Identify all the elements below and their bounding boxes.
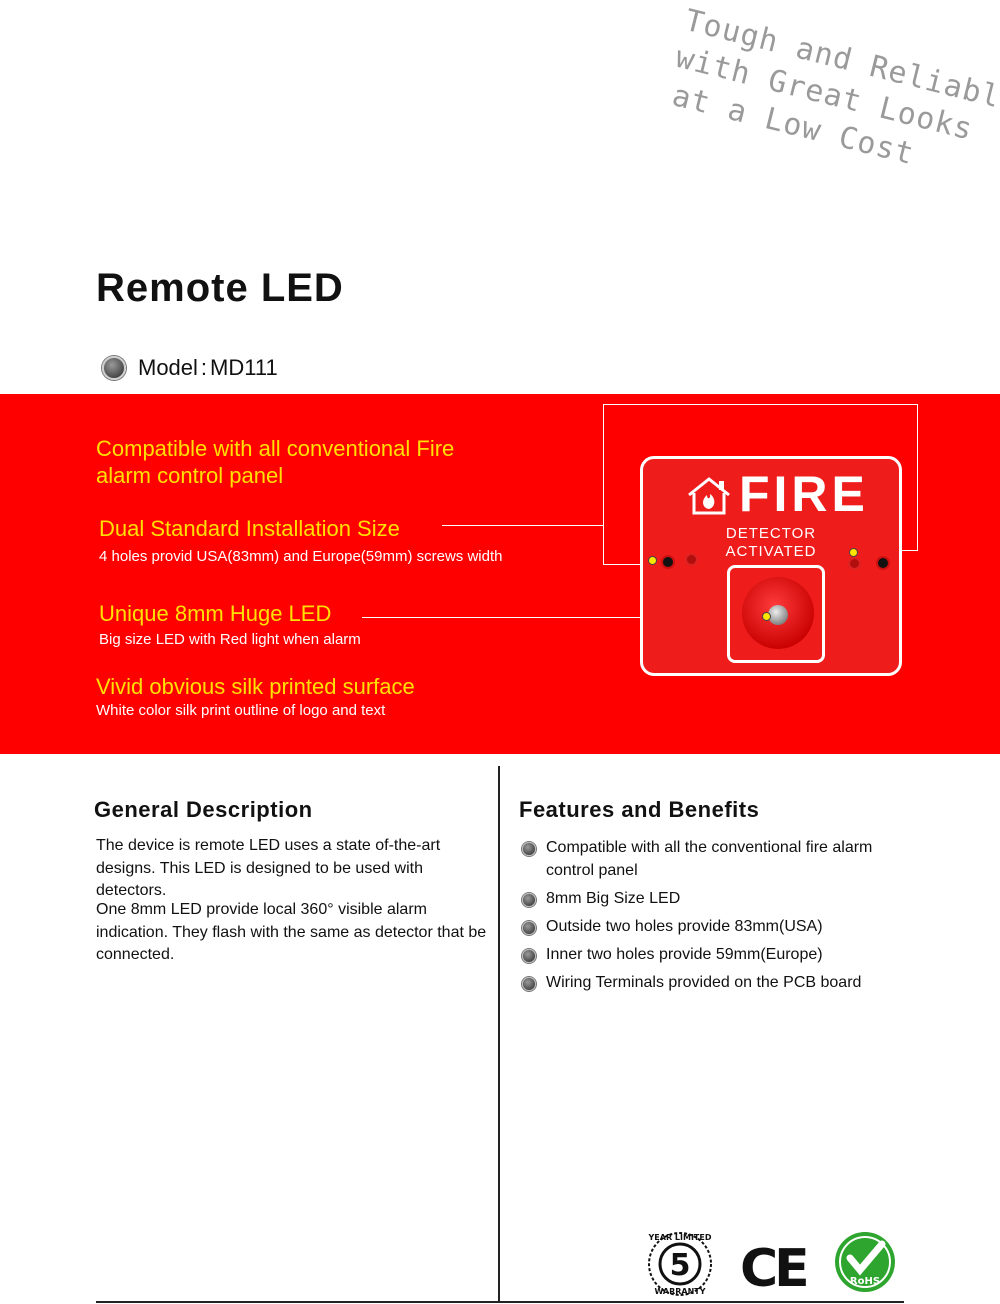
outer-hole-right xyxy=(876,556,890,570)
bullet-icon xyxy=(102,356,126,380)
banner-feature-subtitle: White color silk print outline of logo a… xyxy=(96,702,386,719)
device-illustration: FIRE DETECTOR ACTIVATED xyxy=(640,456,902,676)
feature-banner: Compatible with all conventional Fire al… xyxy=(0,394,1000,754)
slogan-watermark: Tough and Reliable with Great Looks at a… xyxy=(642,2,1000,269)
feature-text: Compatible with all the conventional fir… xyxy=(546,839,873,879)
list-item: Inner two holes provide 59mm(Europe) xyxy=(522,943,912,966)
inner-hole-right xyxy=(848,557,861,570)
banner-feature-title: Compatible with all conventional Fire xyxy=(96,436,455,461)
warranty-top-text: YEAR LIMITED xyxy=(648,1233,712,1242)
marker-dot xyxy=(762,612,771,621)
marker-dot xyxy=(849,548,858,557)
callout-line xyxy=(603,404,604,564)
list-item: Outside two holes provide 83mm(USA) xyxy=(522,915,912,938)
general-description-heading: General Description xyxy=(94,797,313,822)
callout-line xyxy=(917,404,918,551)
banner-feature-title: Dual Standard Installation Size xyxy=(99,516,400,541)
detector-label-line: ACTIVATED xyxy=(725,543,817,560)
banner-feature-title: Unique 8mm Huge LED xyxy=(99,601,332,626)
outer-hole-left xyxy=(661,555,675,569)
list-item: Compatible with all the conventional fir… xyxy=(522,836,912,882)
warranty-number: 5 xyxy=(670,1248,691,1283)
house-fire-icon xyxy=(688,477,730,515)
feature-text: 8mm Big Size LED xyxy=(546,890,681,907)
led-bulb-icon xyxy=(768,605,788,625)
callout-line xyxy=(362,617,762,618)
model-value: MD111 xyxy=(210,355,278,380)
feature-text: Inner two holes provide 59mm(Europe) xyxy=(546,946,823,963)
warranty-bottom-text: WARRANTY xyxy=(654,1287,705,1296)
page-title: Remote LED xyxy=(96,266,344,310)
features-list: Compatible with all the conventional fir… xyxy=(522,836,912,999)
column-divider xyxy=(498,766,500,1302)
general-description-para-1: The device is remote LED uses a state of… xyxy=(96,837,441,899)
rohs-text: RoHS xyxy=(850,1276,880,1287)
model-separator: : xyxy=(200,355,208,380)
model-label: Model xyxy=(138,355,198,380)
model-line: Model : MD111 xyxy=(102,355,278,381)
detector-label: DETECTOR ACTIVATED xyxy=(643,525,899,561)
feature-text: Wiring Terminals provided on the PCB boa… xyxy=(546,974,862,991)
bullet-icon xyxy=(522,977,536,991)
ce-mark-icon: CE xyxy=(740,1239,806,1298)
led-dome xyxy=(742,577,814,649)
led-frame xyxy=(727,565,825,663)
fire-word: FIRE xyxy=(739,466,869,522)
banner-feature-compatible: Compatible with all conventional Fire al… xyxy=(96,435,454,489)
general-description-para-2: One 8mm LED provide local 360° visible a… xyxy=(96,901,487,963)
bullet-icon xyxy=(522,893,536,907)
callout-line xyxy=(603,564,648,565)
detector-label-line: DETECTOR xyxy=(725,525,817,542)
features-heading: Features and Benefits xyxy=(519,797,760,822)
callout-line xyxy=(603,404,918,405)
feature-text: Outside two holes provide 83mm(USA) xyxy=(546,918,823,935)
certification-logos: 5 YEAR LIMITED WARRANTY CE RoHS xyxy=(648,1232,895,1298)
warranty-seal-icon: 5 YEAR LIMITED WARRANTY xyxy=(648,1232,712,1296)
marker-dot xyxy=(648,556,657,565)
inner-hole-left xyxy=(685,553,698,566)
bottom-rule xyxy=(96,1301,904,1303)
banner-feature-subtitle: 4 holes provid USA(83mm) and Europe(59mm… xyxy=(99,548,503,565)
bullet-icon xyxy=(522,842,536,856)
bullet-icon xyxy=(522,921,536,935)
banner-feature-subtitle: Big size LED with Red light when alarm xyxy=(99,631,361,648)
list-item: 8mm Big Size LED xyxy=(522,887,912,910)
callout-line xyxy=(442,525,604,526)
banner-feature-title: Vivid obvious silk printed surface xyxy=(96,674,415,699)
banner-feature-title: alarm control panel xyxy=(96,463,284,488)
rohs-icon: RoHS xyxy=(835,1232,895,1292)
list-item: Wiring Terminals provided on the PCB boa… xyxy=(522,971,912,994)
bullet-icon xyxy=(522,949,536,963)
